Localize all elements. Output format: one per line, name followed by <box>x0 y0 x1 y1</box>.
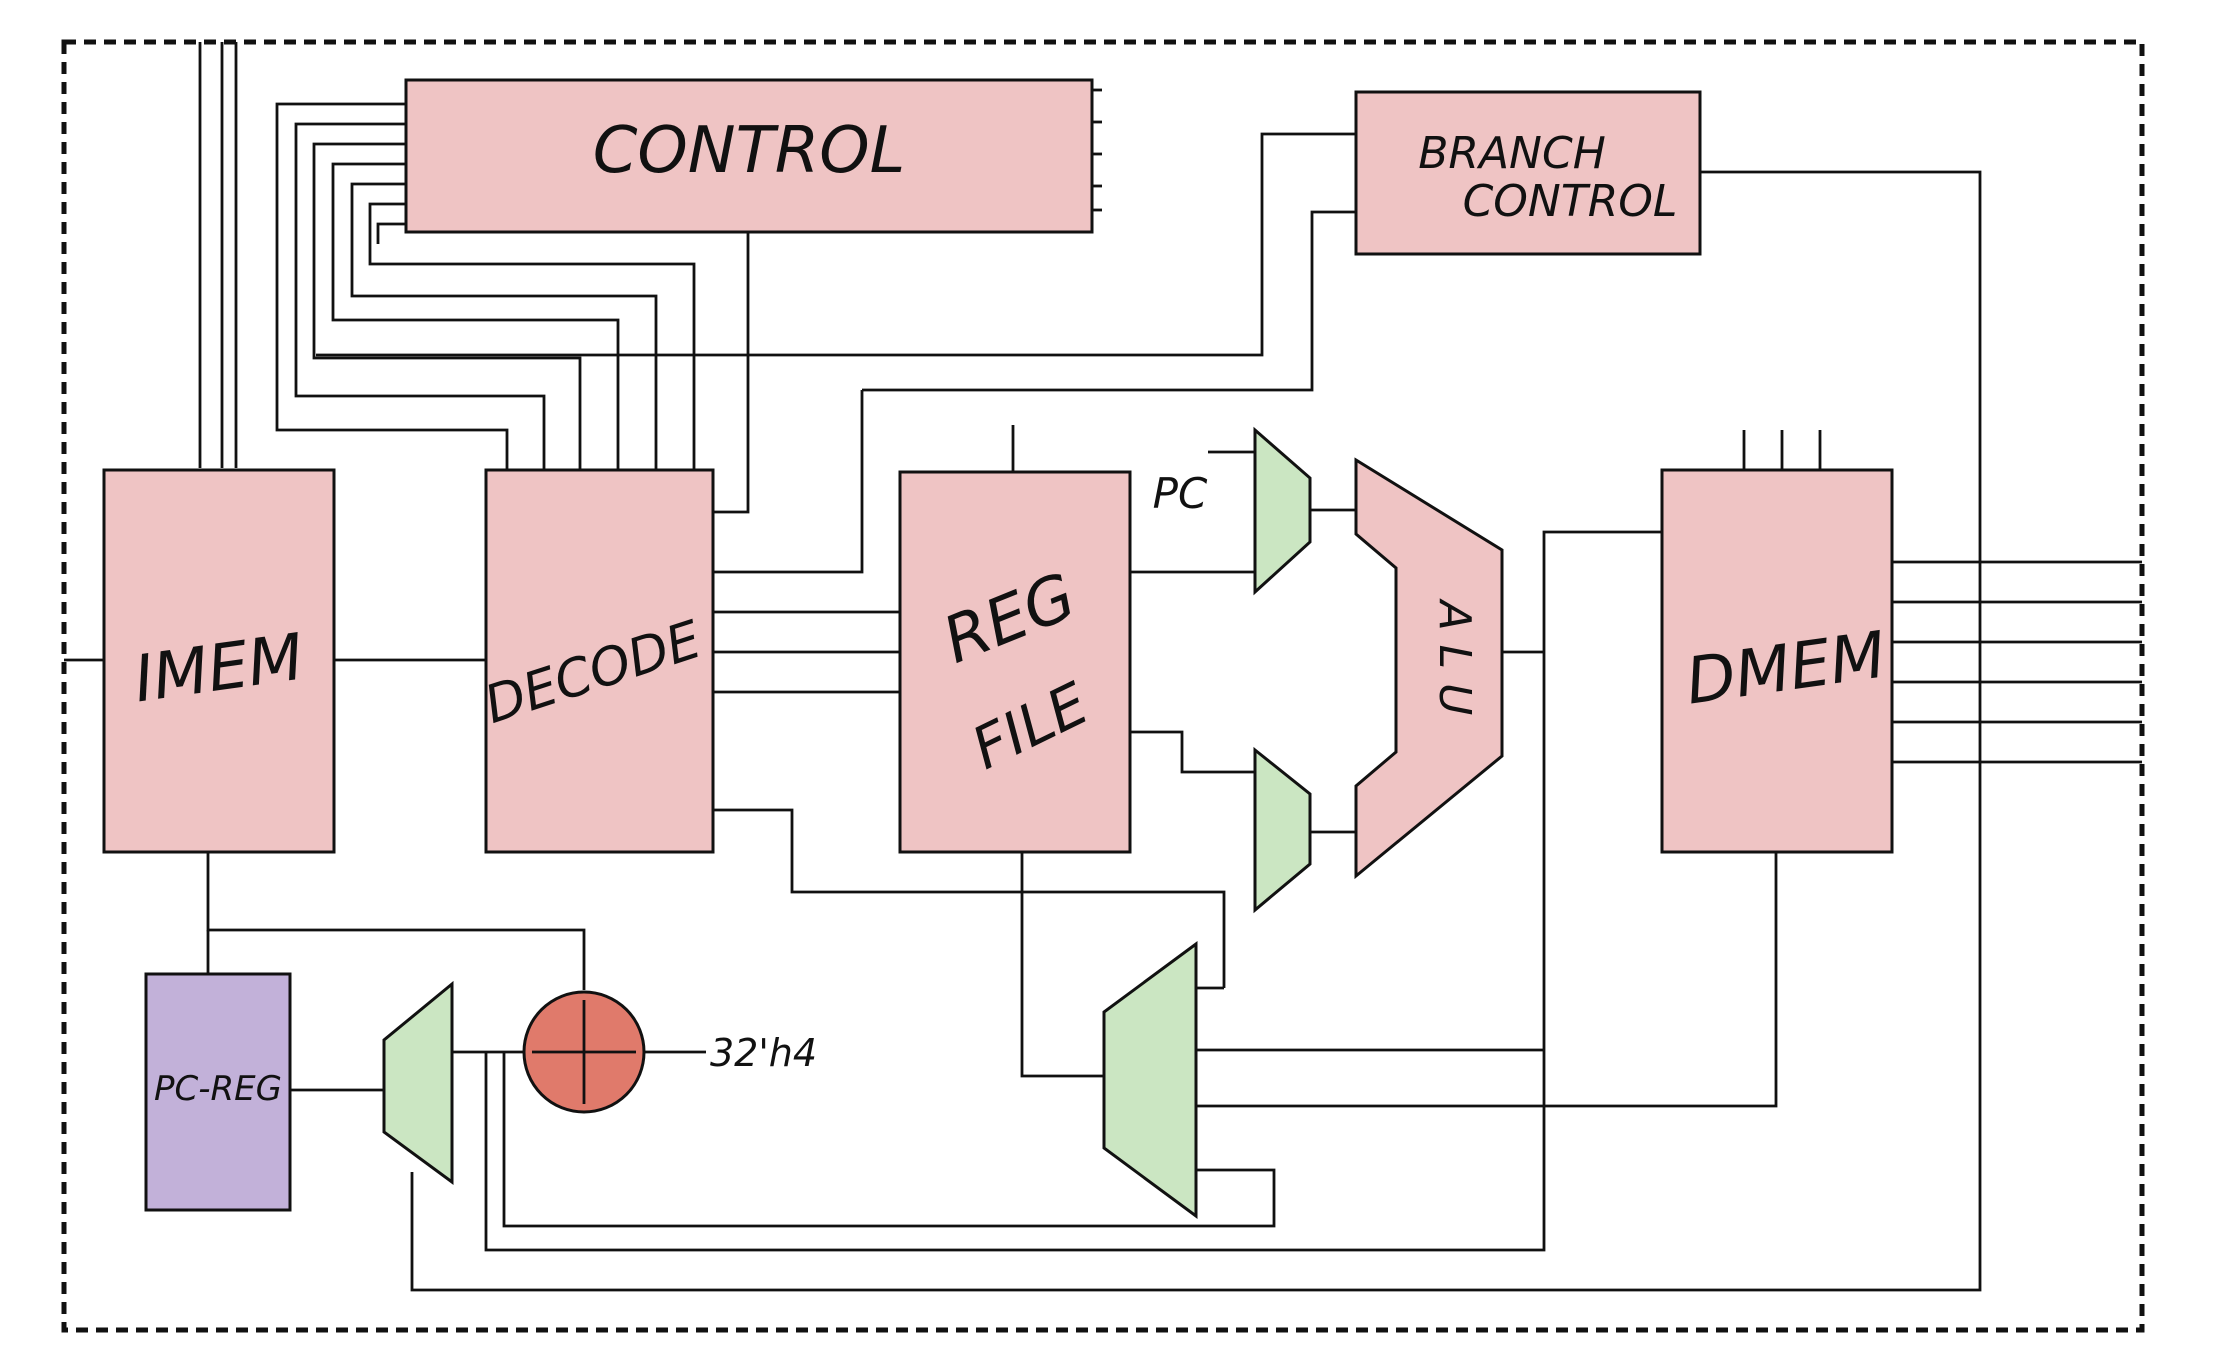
alu-input-b-mux <box>1253 746 1312 914</box>
decode-block <box>484 468 715 854</box>
cpu-boundary <box>61 39 2145 1333</box>
pc-reg-label: PC-REG <box>154 1069 282 1109</box>
branch-control-label-line2: CONTROL <box>1463 176 1678 227</box>
control-label: CONTROL <box>593 114 906 188</box>
alu-input-a-mux <box>1253 426 1312 596</box>
pc-reg-block <box>144 972 292 1212</box>
pc-input-label: PC <box>1153 469 1208 518</box>
alu-label: A L U <box>1429 598 1480 716</box>
increment-constant-label: 32'h4 <box>710 1031 817 1075</box>
imem-block <box>102 468 336 854</box>
plus-icon <box>532 1000 636 1104</box>
dmem-block <box>1660 468 1894 854</box>
wires <box>64 42 2142 1292</box>
alu-block <box>1354 457 1504 880</box>
branch-control-block <box>1354 90 1702 256</box>
regfile-block <box>898 470 1132 854</box>
writeback-mux <box>1102 941 1198 1219</box>
branch-control-label-line1: BRANCH <box>1418 128 1606 179</box>
control-block <box>404 78 1094 234</box>
pc-select-mux <box>382 980 454 1185</box>
